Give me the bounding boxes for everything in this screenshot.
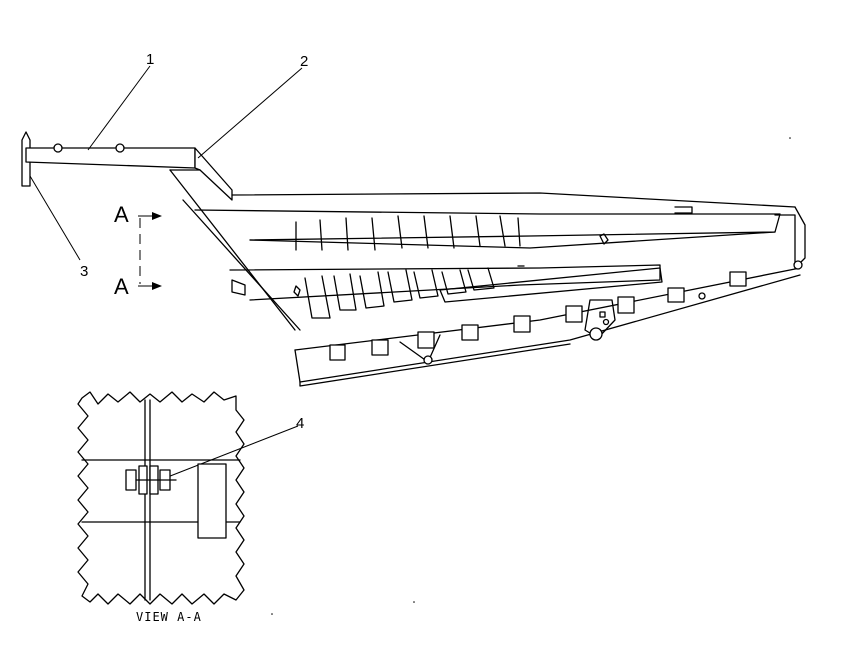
liner-plates-upper bbox=[295, 215, 521, 251]
slot bbox=[599, 233, 609, 245]
detail-outline bbox=[77, 391, 245, 605]
bottom-rail-end bbox=[294, 349, 301, 383]
hinge-pin bbox=[423, 355, 433, 365]
section-label-bottom: A bbox=[114, 274, 129, 299]
liner-plates-lower bbox=[304, 267, 495, 319]
upper-channel-floor bbox=[249, 231, 776, 249]
body-rear bbox=[794, 206, 806, 269]
callout-3: 3 bbox=[80, 263, 88, 280]
callout-leader-1 bbox=[87, 65, 151, 151]
hinge-bolt bbox=[602, 318, 610, 326]
detail-block bbox=[197, 463, 227, 539]
speck bbox=[789, 137, 791, 139]
hinge-bolt bbox=[599, 311, 606, 318]
liner-strip bbox=[439, 267, 663, 303]
body-sloped-edge bbox=[169, 169, 296, 331]
section-arrowhead bbox=[152, 282, 162, 290]
nose-block bbox=[194, 147, 233, 201]
body-assembly bbox=[21, 131, 806, 387]
body-rear-inner bbox=[774, 214, 796, 266]
hinge-pin bbox=[589, 327, 603, 341]
bottom-rail-lip bbox=[299, 343, 571, 387]
body-sloped-inner bbox=[182, 199, 301, 331]
bolt-head bbox=[125, 469, 137, 491]
callout-leader-4 bbox=[159, 425, 299, 481]
bottom-rail bbox=[299, 274, 801, 383]
callout-2: 2 bbox=[300, 53, 308, 70]
rail-bolt bbox=[53, 143, 63, 153]
section-label-top: A bbox=[114, 202, 129, 227]
channel-tab bbox=[674, 206, 693, 214]
upper-channel bbox=[194, 209, 781, 241]
slot bbox=[293, 285, 301, 297]
view-caption: VIEW A-A bbox=[136, 610, 202, 624]
front-plate bbox=[21, 131, 31, 187]
speck bbox=[271, 613, 273, 615]
callout-1: 1 bbox=[146, 51, 154, 68]
speck bbox=[413, 601, 415, 603]
section-arrowhead bbox=[152, 212, 162, 220]
top-rail bbox=[25, 147, 196, 169]
section-indicator: A A bbox=[114, 202, 162, 299]
bottom-rail-top bbox=[294, 267, 801, 351]
hinge-bracket bbox=[584, 299, 616, 339]
detail-view-aa bbox=[77, 391, 245, 605]
floor-cups bbox=[329, 260, 803, 361]
callout-leader-3 bbox=[29, 175, 81, 261]
front-hinge bbox=[231, 279, 246, 296]
body-top-edge bbox=[231, 192, 796, 208]
rail-bolt bbox=[115, 143, 125, 153]
callout-leader-2 bbox=[197, 67, 303, 159]
callout-4: 4 bbox=[296, 415, 304, 432]
